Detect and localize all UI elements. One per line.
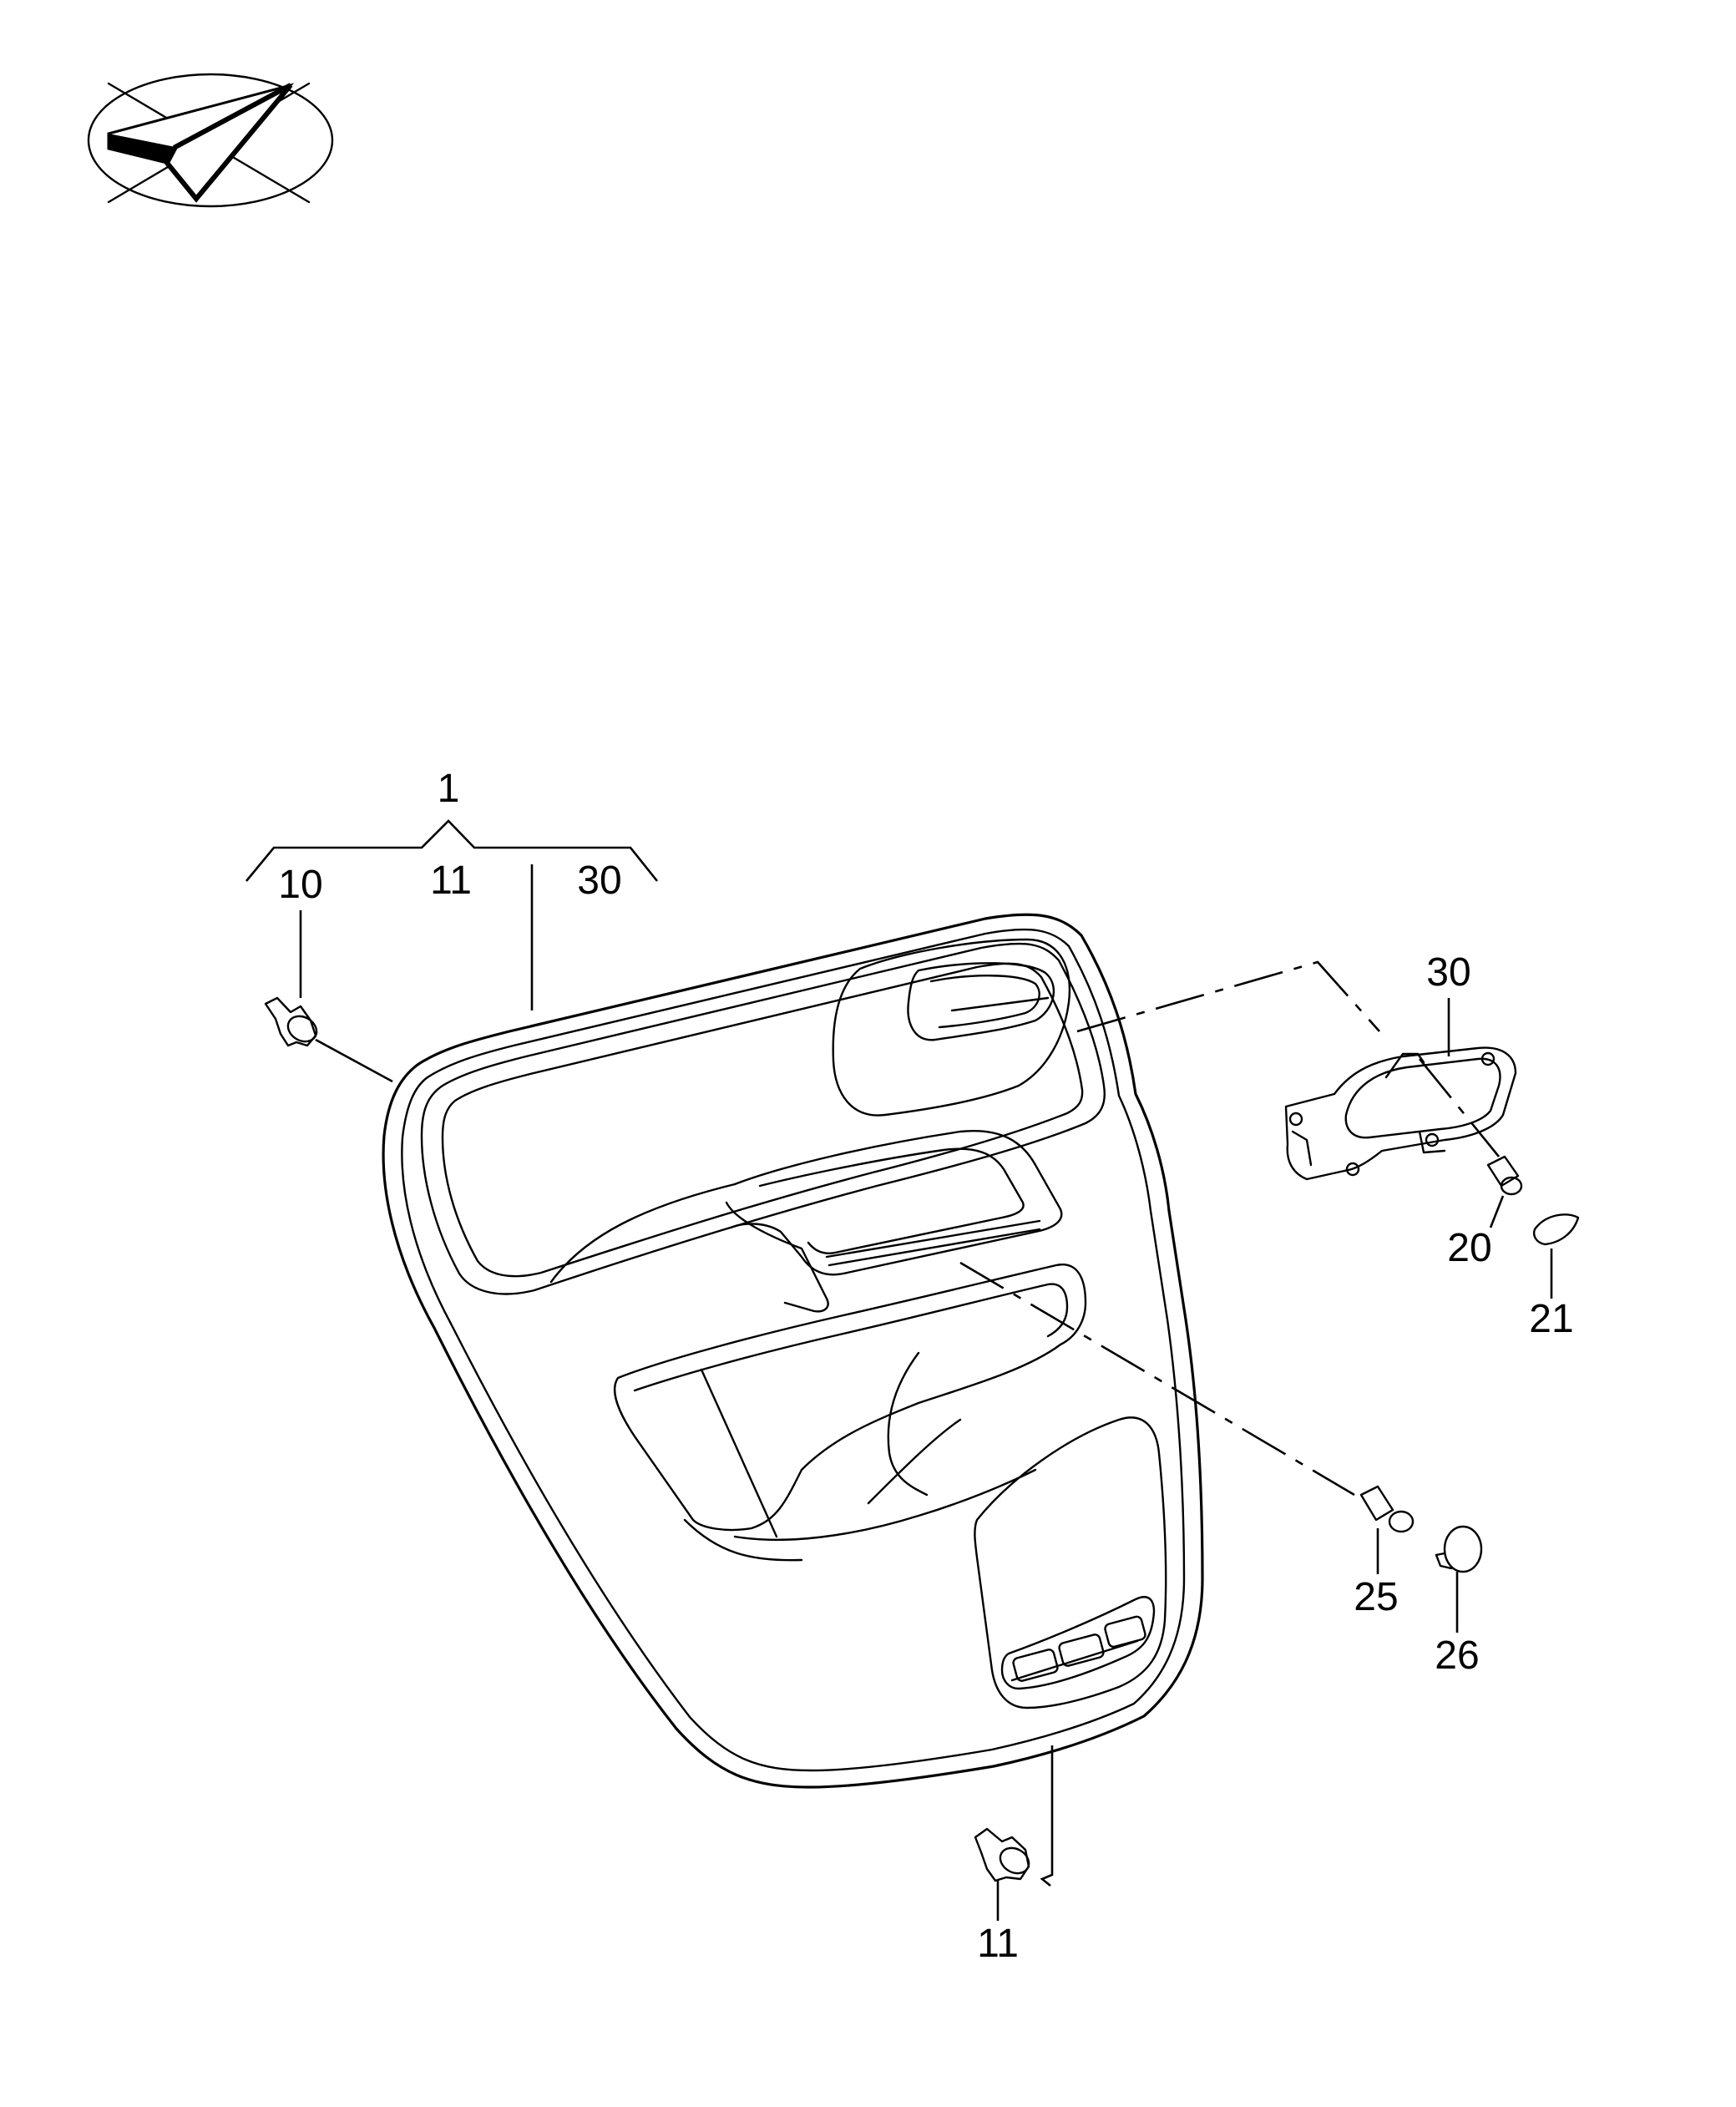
paper-plane-in-ellipse-icon xyxy=(87,73,334,208)
callout-1: 1 xyxy=(438,767,460,811)
callout-30-top: 30 xyxy=(577,859,621,903)
clip-part-10 xyxy=(264,996,393,1083)
door-handle-part-30: 30 xyxy=(1284,950,1517,1181)
leader-screw-25 xyxy=(959,1261,1355,1497)
callout-25: 25 xyxy=(1354,1575,1398,1619)
door-trim-panel xyxy=(382,913,1204,1789)
callout-11-bottom: 11 xyxy=(977,1922,1019,1966)
cap-part-21: 21 xyxy=(1529,1213,1580,1341)
assembly-bracket: 1 10 11 30 xyxy=(245,767,659,1010)
screw-part-25: 25 xyxy=(1354,1485,1415,1619)
callout-30-handle: 30 xyxy=(1426,950,1470,995)
callout-11-top: 11 xyxy=(430,859,472,903)
cap-part-26: 26 xyxy=(1435,1525,1483,1678)
screw-part-20: 20 xyxy=(1447,1155,1523,1270)
callout-21: 21 xyxy=(1529,1297,1573,1341)
callout-26: 26 xyxy=(1435,1633,1479,1678)
leader-handle-30 xyxy=(1076,960,1380,1033)
leader-screw-20 xyxy=(1418,1058,1501,1157)
callout-20: 20 xyxy=(1447,1226,1491,1270)
clip-part-11: 11 xyxy=(974,1745,1054,1966)
callout-10: 10 xyxy=(278,863,322,907)
